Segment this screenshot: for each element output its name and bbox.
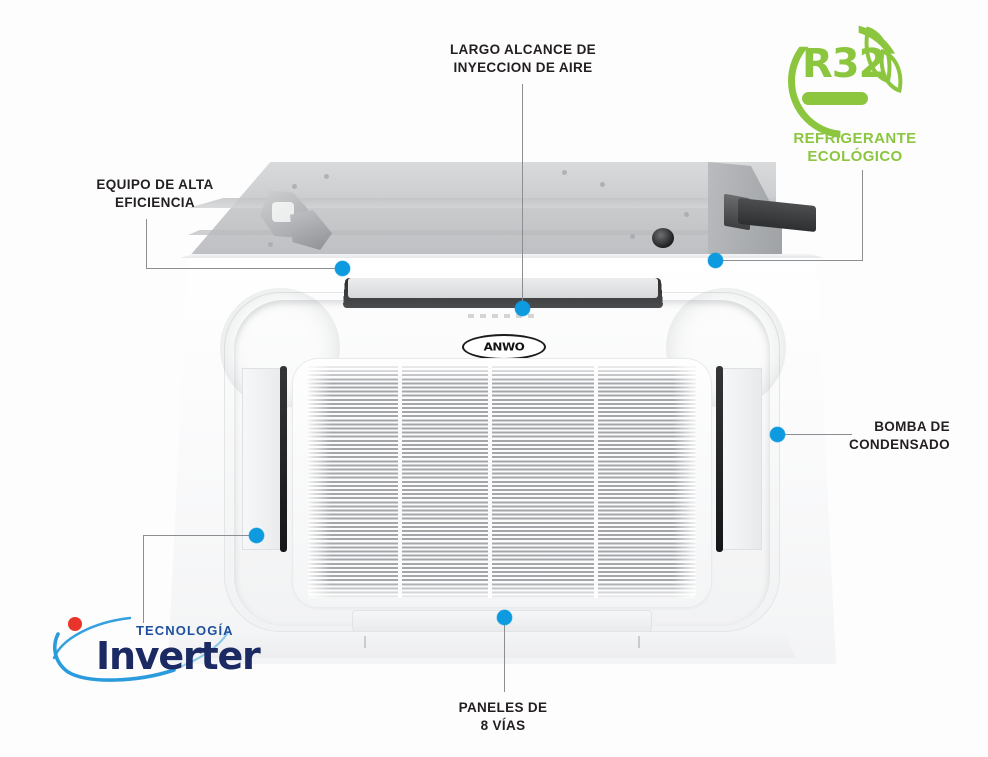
callout-line-bomba (784, 434, 852, 435)
brand-badge: ANWO (456, 334, 552, 360)
callout-label-paneles-8-vias: PANELES DE 8 VÍAS (458, 700, 548, 733)
r32-subtitle: REFRIGERANTE ECOLÓGICO (793, 130, 917, 166)
air-outlet-right-louver (716, 366, 723, 552)
callout-line-inverter-v (143, 535, 144, 623)
panel-vent-ticks (468, 314, 538, 318)
callout-line-paneles (504, 624, 505, 692)
air-outlet-right (720, 368, 762, 550)
callout-line-equipo-v (146, 219, 147, 269)
chassis-bolt (600, 182, 605, 187)
chassis-bolt (324, 174, 329, 179)
panel-bottom-strip (208, 632, 796, 658)
inverter-swoosh-icon (52, 616, 230, 682)
r32-underline-bar (802, 92, 868, 105)
mounting-bracket-cutout (272, 202, 294, 222)
chassis-bolt (268, 242, 273, 247)
drain-port (652, 228, 674, 248)
callout-line-inverter-h (143, 535, 256, 536)
callout-dot-equipo-alta-eficiencia[interactable] (335, 261, 350, 276)
brand-label: ANWO (483, 340, 525, 354)
chassis-seam-lower (188, 230, 776, 235)
r32-code: R32 (802, 41, 886, 87)
inverter-dot-icon (68, 617, 82, 631)
chassis-bolt (684, 212, 689, 217)
callout-label-largo-alcance: LARGO ALCANCE DE INYECCION DE AIRE (449, 42, 597, 75)
product-image-cassette-ac: ANWO (168, 162, 836, 672)
callout-line-largo-alcance (522, 84, 523, 309)
chassis-bolt (562, 170, 567, 175)
callout-dot-inverter[interactable] (249, 528, 264, 543)
panel-top-rim (180, 254, 824, 258)
callout-line-r32-h (722, 260, 863, 261)
panel-bottom-tick (364, 636, 366, 648)
panel-bottom-tick (638, 636, 640, 648)
air-outlet-left (242, 368, 284, 550)
callout-dot-r32[interactable] (708, 253, 723, 268)
chassis-bolt (292, 184, 297, 189)
callout-dot-paneles-8-vias[interactable] (497, 610, 512, 625)
inverter-wordmark: Inverter (96, 634, 261, 678)
callout-label-equipo-alta-eficiencia: EQUIPO DE ALTA EFICIENCIA (96, 177, 214, 210)
air-outlet-top-louver (348, 278, 658, 298)
callout-line-r32-v (862, 170, 863, 260)
callout-dot-largo-alcance[interactable] (515, 301, 530, 316)
badge-inverter: TECNOLOGÍA Inverter (52, 612, 261, 682)
inverter-eyebrow: TECNOLOGÍA (136, 623, 234, 638)
callout-line-equipo-h (146, 268, 341, 269)
brand-badge-oval: ANWO (462, 334, 546, 360)
air-outlet-left-louver (280, 366, 287, 552)
callout-label-bomba-condensado: BOMBA DE CONDENSADO (848, 419, 950, 452)
chassis-seam-upper (188, 198, 776, 208)
grille-highlight (308, 366, 696, 598)
chassis-bolt (630, 234, 635, 239)
badge-r32: R32 REFRIGERANTE ECOLÓGICO (766, 22, 966, 170)
callout-dot-bomba-condensado[interactable] (770, 427, 785, 442)
